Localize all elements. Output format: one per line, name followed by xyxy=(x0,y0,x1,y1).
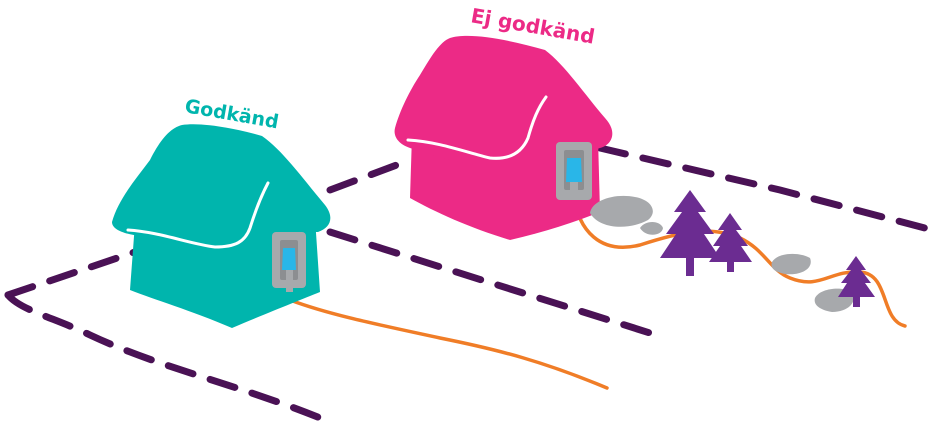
tree xyxy=(838,256,875,307)
cable-not-approved xyxy=(572,193,907,328)
meter-box-not-approved xyxy=(556,142,592,200)
house-not-approved-roof xyxy=(394,35,613,168)
property-boundary-right xyxy=(596,144,942,236)
rock-group xyxy=(590,195,854,312)
meter-box-approved xyxy=(272,232,306,292)
tree-group xyxy=(660,190,875,307)
cable-approved xyxy=(288,298,609,390)
house-approved xyxy=(112,124,331,328)
property-boundary-left xyxy=(4,156,654,424)
tree xyxy=(709,213,752,272)
rock xyxy=(771,253,811,275)
house-approved-roof-ridge xyxy=(126,181,270,249)
rock xyxy=(590,195,653,227)
house-not-approved-roof-ridge xyxy=(406,95,548,160)
house-not-approved xyxy=(394,35,613,240)
tree xyxy=(660,190,720,276)
rock xyxy=(640,222,663,235)
house-approved-roof xyxy=(112,124,331,255)
